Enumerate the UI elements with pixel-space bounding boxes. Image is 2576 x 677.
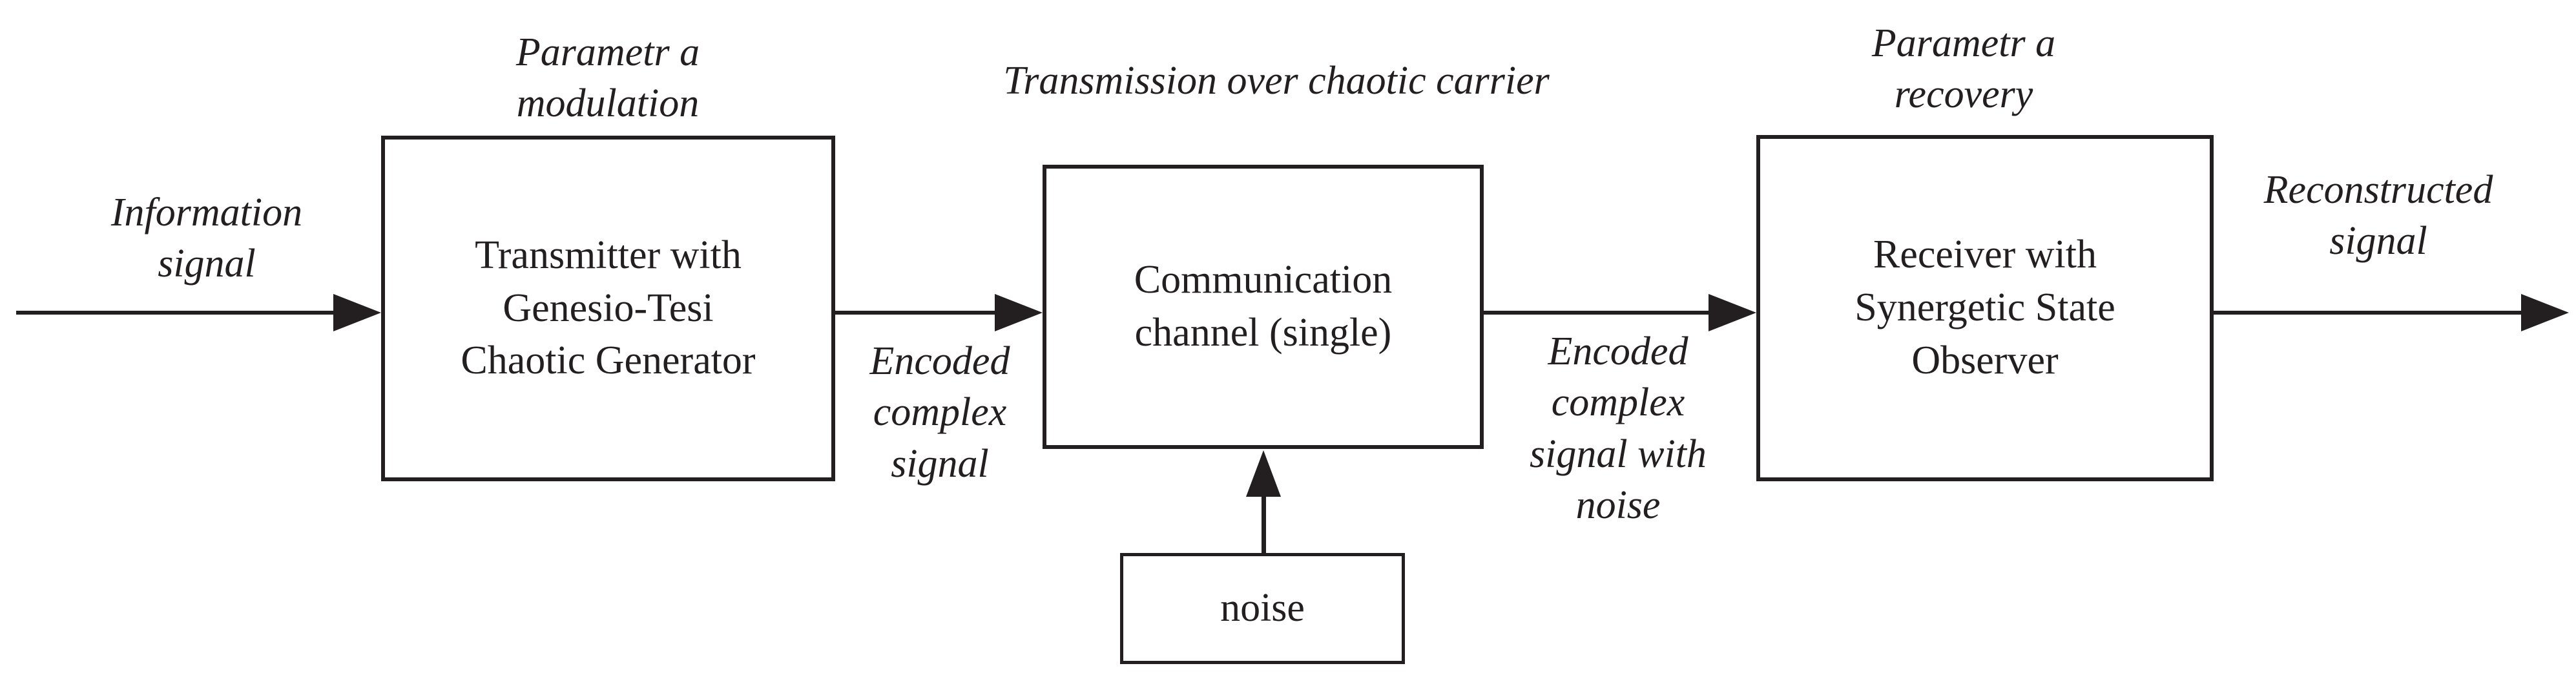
communication-channel-block: Communication channel (single) (1043, 165, 1484, 449)
parametr-modulation-label: Parametr a modulation (515, 30, 700, 126)
noise-to-channel-arrow-line (1262, 493, 1266, 553)
reconstructed-signal-arrowhead-icon (2521, 294, 2569, 331)
reconstructed-signal-label: Reconstructed signal (2263, 168, 2493, 264)
channel-to-receiver-arrowhead-icon (1709, 294, 1756, 331)
transmitter-block: Transmitter with Genesio-Tesi Chaotic Ge… (381, 136, 835, 481)
information-signal-label: Information signal (110, 191, 303, 286)
noise-to-channel-arrowhead-icon (1246, 450, 1281, 497)
noise-block-label: noise (1220, 586, 1305, 630)
reconstructed-signal-arrow-line (2214, 311, 2521, 315)
encoded-complex-signal-label: Encoded complex signal (869, 339, 1010, 486)
parametr-recovery-label: Parametr a recovery (1871, 21, 2056, 117)
communication-channel-block-label: Communication channel (single) (1134, 258, 1393, 355)
information-signal-arrow-line (16, 311, 333, 315)
transmitter-block-label: Transmitter with Genesio-Tesi Chaotic Ge… (461, 233, 756, 383)
receiver-block: Receiver with Synergetic State Observer (1756, 135, 2214, 481)
transmitter-to-channel-arrowhead-icon (995, 294, 1043, 331)
receiver-block-label: Receiver with Synergetic State Observer (1854, 233, 2115, 382)
information-signal-arrowhead-icon (333, 294, 381, 331)
encoded-complex-signal-with-noise-label: Encoded complex signal with noise (1530, 329, 1707, 528)
transmission-title-label: Transmission over chaotic carrier (1003, 59, 1550, 103)
channel-to-receiver-arrow-line (1484, 311, 1709, 315)
transmitter-to-channel-arrow-line (835, 311, 995, 315)
noise-block: noise (1120, 553, 1405, 664)
